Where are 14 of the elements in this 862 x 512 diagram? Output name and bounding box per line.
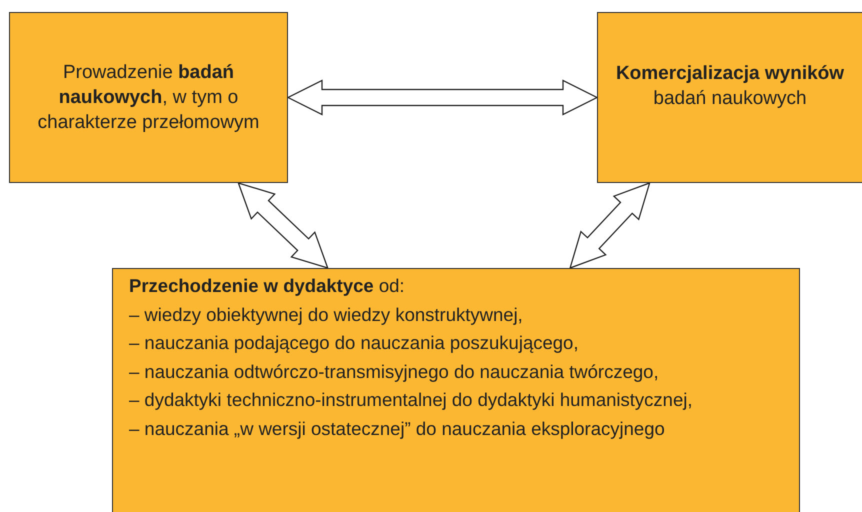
double-arrow (569, 182, 651, 269)
list-item: – nauczania odtwórczo-transmisyjnego do nauczania twórczego, (129, 360, 659, 384)
list-item: – dydaktyki techniczno-instrumentalnej do dydaktyki humanistycznej, (129, 388, 693, 412)
box-text: Prowadzenie badań naukowych, w tym o charakterze przełomowym (36, 61, 260, 135)
list-item: – wiedzy obiektywnej do wiedzy konstruktywnej, (129, 302, 523, 327)
list-item: – nauczania „w wersji ostatecznej” do nauczania eksploracyjnego (129, 416, 665, 441)
double-arrow (237, 182, 329, 269)
process-box (597, 12, 862, 183)
list-heading: Przechodzenie w dydaktyce od: (129, 274, 405, 298)
process-box (9, 12, 288, 183)
box-text: Komercjalizacja wyników badań naukowych (614, 62, 846, 110)
process-box (112, 268, 800, 512)
double-arrow (286, 80, 598, 116)
list-item: – nauczania podającego do nauczania poszukującego, (129, 331, 578, 355)
